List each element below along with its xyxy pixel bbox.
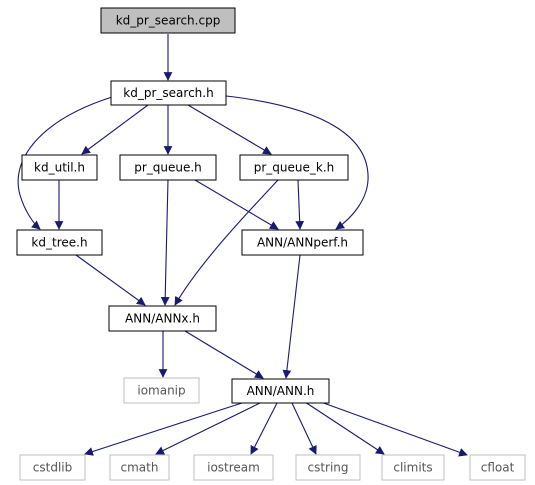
edge-kd-pr-search-h-to-kd-tree-h bbox=[17, 96, 113, 230]
node-label: cmath bbox=[121, 461, 159, 475]
edge-ann-ann-h-to-cstdlib bbox=[84, 401, 246, 456]
node-label: ANN/ANNx.h bbox=[125, 312, 200, 326]
edge-ann-ann-h-to-iostream bbox=[250, 402, 278, 455]
edge-ann-annperf-h-to-ann-ann-h bbox=[282, 254, 301, 379]
edge-kd-tree-h-to-ann-annx-h bbox=[75, 254, 146, 306]
node-cfloat[interactable]: cfloat bbox=[469, 454, 526, 481]
node-label: kd_tree.h bbox=[31, 236, 87, 250]
node-label: cstdlib bbox=[33, 461, 72, 475]
edge-kd-pr-search-h-to-pr-queue-k-h bbox=[187, 104, 272, 155]
node-label: kd_pr_search.h bbox=[123, 86, 213, 100]
node-iostream[interactable]: iostream bbox=[193, 454, 274, 481]
node-pr-queue-h[interactable]: pr_queue.h bbox=[119, 154, 217, 181]
edge-ann-ann-h-to-cstring bbox=[291, 402, 317, 455]
graph-edges bbox=[17, 34, 468, 457]
node-iomanip[interactable]: iomanip bbox=[123, 377, 200, 404]
graph-nodes: kd_pr_search.cpp kd_pr_search.h kd_util.… bbox=[16, 7, 526, 481]
node-label: pr_queue_k.h bbox=[254, 161, 335, 175]
node-label: pr_queue.h bbox=[134, 161, 202, 175]
node-cmath[interactable]: cmath bbox=[109, 454, 170, 481]
node-ann-annx-h[interactable]: ANN/ANNx.h bbox=[108, 305, 217, 332]
node-label: iomanip bbox=[137, 384, 185, 398]
node-kd-util-h[interactable]: kd_util.h bbox=[21, 154, 98, 181]
node-label: cfloat bbox=[481, 461, 515, 475]
node-kd-pr-search-h[interactable]: kd_pr_search.h bbox=[110, 80, 227, 106]
node-label: kd_util.h bbox=[34, 161, 85, 175]
edge-pr-queue-k-h-to-ann-annx-h bbox=[174, 179, 279, 306]
node-cstdlib[interactable]: cstdlib bbox=[19, 454, 86, 481]
node-climits[interactable]: climits bbox=[381, 454, 445, 481]
edge-ann-annx-h-to-ann-ann-h bbox=[184, 330, 264, 379]
node-ann-ann-h[interactable]: ANN/ANN.h bbox=[231, 378, 330, 404]
node-kd-pr-search-cpp[interactable]: kd_pr_search.cpp bbox=[100, 7, 236, 34]
edge-pr-queue-h-to-ann-annx-h bbox=[160, 179, 170, 306]
edge-kd-pr-search-h-to-kd-util-h bbox=[81, 104, 149, 155]
node-kd-tree-h[interactable]: kd_tree.h bbox=[16, 229, 103, 256]
edge-kd-pr-search-h-to-ann-annperf-h bbox=[225, 95, 369, 230]
edge-pr-queue-h-to-ann-annperf-h bbox=[194, 179, 279, 230]
edge-pr-queue-k-h-to-ann-annperf-h bbox=[295, 179, 305, 230]
node-label: cstring bbox=[307, 461, 348, 475]
edge-ann-ann-h-to-cfloat bbox=[317, 400, 468, 457]
node-label: iostream bbox=[207, 461, 260, 475]
node-label: kd_pr_search.cpp bbox=[116, 14, 221, 28]
node-ann-annperf-h[interactable]: ANN/ANNperf.h bbox=[241, 229, 364, 256]
edge-ann-ann-h-to-climits bbox=[304, 401, 385, 455]
edge-ann-ann-h-to-cmath bbox=[155, 402, 261, 455]
node-pr-queue-k-h[interactable]: pr_queue_k.h bbox=[239, 154, 349, 181]
node-label: ANN/ANNperf.h bbox=[257, 236, 348, 250]
node-label: ANN/ANN.h bbox=[247, 384, 315, 398]
node-cstring[interactable]: cstring bbox=[295, 454, 361, 481]
node-label: climits bbox=[393, 461, 432, 475]
